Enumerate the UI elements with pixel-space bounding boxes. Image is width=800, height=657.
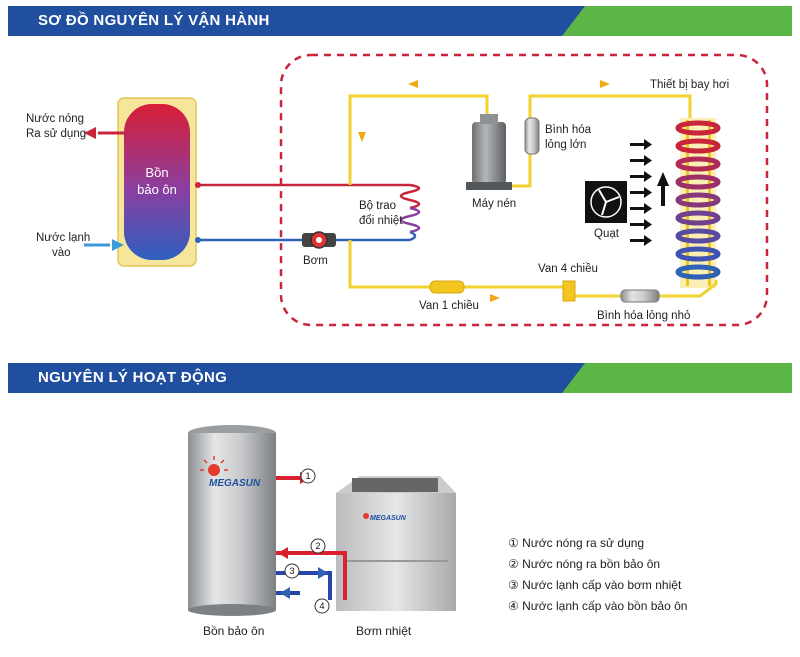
large-receiver-label-line1: Bình hóa [545, 124, 592, 136]
compressor-label: Máy nén [472, 198, 516, 210]
cold-in-label-line1: Nước lạnh [36, 232, 90, 244]
tank-label-line1: Bồn [145, 165, 168, 180]
heat-exchanger-coil [399, 183, 421, 242]
hot-out-label-line2: Ra sử dụng [26, 128, 86, 140]
banner-green-band [562, 363, 792, 393]
banner-blue-band [8, 363, 608, 393]
marker-1: 1 [305, 471, 310, 481]
heat-exchanger-label-line1: Bộ trao [359, 200, 396, 212]
product-pipes [276, 476, 347, 600]
product-arrow-icons [278, 472, 328, 599]
airflow-arrow-icons [630, 139, 669, 246]
storage-tank [124, 104, 190, 260]
large-receiver [524, 117, 540, 155]
pipe-joint [195, 182, 201, 188]
flow-arrow-icons [358, 80, 610, 302]
banner-green-band [562, 6, 792, 36]
hot-out-arrow-icon [84, 127, 96, 139]
section-banner-diagram: SƠ ĐỒ NGUYÊN LÝ VẬN HÀNH [8, 6, 792, 36]
small-receiver [620, 289, 660, 303]
product-tank [188, 425, 276, 616]
evaporator-label: Thiết bị bay hơi [650, 79, 729, 91]
marker-circles [284, 468, 330, 614]
banner-blue-band [8, 6, 608, 36]
hot-out-label-line1: Nước nóng [26, 113, 84, 125]
small-receiver-label: Bình hóa lỏng nhỏ [597, 310, 690, 322]
marker-4: 4 [319, 601, 324, 611]
marker-3: 3 [289, 566, 294, 576]
fan-icon [585, 181, 627, 223]
legend-item: ① Nước nóng ra sử dụng [508, 536, 645, 550]
tank-caption: Bồn bảo ôn [203, 624, 265, 638]
evaporator [675, 118, 721, 288]
marker-2: 2 [315, 541, 320, 551]
compressor [466, 114, 512, 190]
four-way-valve-label: Van 4 chiều [538, 263, 598, 275]
legend-item: ④ Nước lạnh cấp vào bồn bảo ôn [508, 599, 688, 613]
section-title-diagram: SƠ ĐỒ NGUYÊN LÝ VẬN HÀNH [38, 12, 270, 29]
legend-item: ② Nước nóng ra bồn bảo ôn [508, 557, 661, 571]
heat-exchanger-label-line2: đổi nhiệt [359, 215, 403, 227]
tank-brand-logo: MEGASUN [209, 478, 261, 489]
sun-logo-icon [363, 513, 369, 519]
four-way-valve [562, 280, 576, 302]
check-valve-label: Van 1 chiều [419, 300, 479, 312]
section-banner-operation: NGUYÊN LÝ HOẠT ĐỘNG [8, 363, 792, 393]
check-valve [429, 280, 465, 294]
section-title-operation: NGUYÊN LÝ HOẠT ĐỘNG [38, 369, 228, 386]
legend-item: ③ Nước lạnh cấp vào bơm nhiệt [508, 578, 682, 592]
cold-in-label-line2: vào [52, 247, 71, 259]
tank-label-line2: bảo ôn [137, 182, 177, 197]
heat-pump-caption: Bơm nhiệt [356, 624, 412, 638]
sun-logo-icon [200, 456, 228, 476]
heat-pump-boundary [279, 53, 769, 327]
large-receiver-label-line2: lỏng lớn [545, 139, 586, 151]
pump-icon [302, 231, 336, 249]
product-heat-pump [336, 476, 456, 611]
fan-label: Quạt [594, 228, 620, 240]
pipe-joint [195, 237, 201, 243]
cold-in-arrow-icon [112, 239, 124, 251]
pump-label: Bơm [303, 255, 328, 267]
legend: ① Nước nóng ra sử dụng ② Nước nóng ra bồ… [508, 533, 687, 617]
heat-pump-brand-logo: MEGASUN [370, 515, 407, 522]
